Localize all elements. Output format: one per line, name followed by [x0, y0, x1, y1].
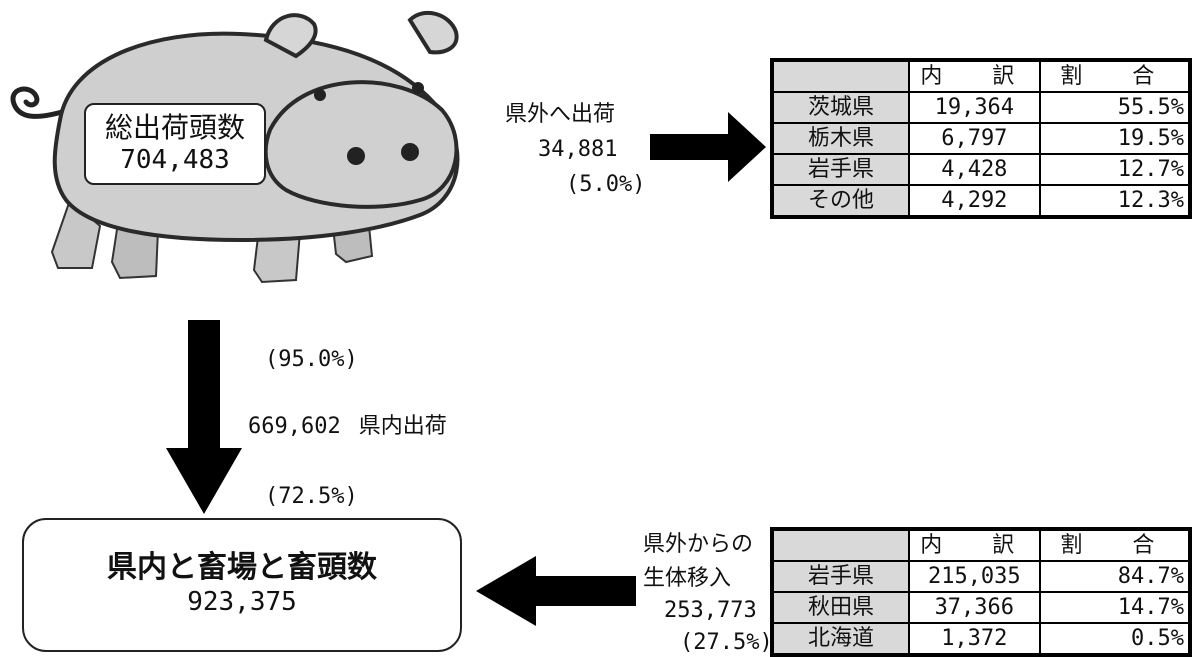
- row-pct: 12.7%: [1038, 153, 1192, 186]
- row-value: 37,366: [907, 591, 1041, 624]
- outbound-label: 県外へ出荷: [505, 102, 616, 127]
- inbound-value: 253,773: [664, 598, 757, 623]
- inbound-label-line1: 県外からの: [643, 532, 754, 557]
- row-name: 秋田県: [771, 591, 910, 624]
- header-breakdown: 内 訳: [908, 59, 1041, 93]
- row-pct: 84.7%: [1038, 560, 1192, 593]
- row-pct: 0.5%: [1038, 622, 1192, 656]
- table-row: その他 4,292 12.3%: [770, 184, 1192, 218]
- row-name: 栃木県: [770, 122, 911, 155]
- header-ratio: 割 合: [1038, 528, 1192, 562]
- row-name: 岩手県: [771, 560, 910, 593]
- outbound-arrow: [650, 112, 766, 182]
- in-pref-value: 669,602: [248, 414, 341, 439]
- inbound-pct: (27.5%): [680, 630, 773, 655]
- in-pref-line: 669,602 県内出荷: [248, 414, 447, 440]
- table-row: 北海道 1,372 0.5%: [771, 622, 1192, 656]
- row-name: 岩手県: [770, 153, 911, 186]
- row-value: 1,372: [907, 622, 1041, 656]
- table-row: 岩手県 215,035 84.7%: [771, 560, 1192, 593]
- header-breakdown: 内 訳: [907, 528, 1041, 562]
- in-pref-label: 県内出荷: [358, 414, 447, 439]
- header-blank: [771, 528, 910, 562]
- slaughter-count-box: 県内と畜場と畜頭数 923,375: [22, 518, 462, 652]
- table-row: 栃木県 6,797 19.5%: [770, 122, 1192, 155]
- row-name: 北海道: [771, 622, 910, 656]
- in-pref-pct-top: (95.0%): [265, 347, 358, 372]
- table-row: 岩手県 4,428 12.7%: [770, 153, 1192, 186]
- row-value: 4,292: [908, 184, 1041, 218]
- table-row: 茨城県 19,364 55.5%: [770, 91, 1192, 124]
- row-pct: 55.5%: [1038, 91, 1192, 124]
- row-value: 215,035: [907, 560, 1041, 593]
- inbound-label-line2: 生体移入: [643, 566, 732, 591]
- outbound-pct: (5.0%): [566, 172, 646, 197]
- row-value: 19,364: [908, 91, 1041, 124]
- table-row: 秋田県 37,366 14.7%: [771, 591, 1192, 624]
- total-shipment-box: 総出荷頭数 704,483: [84, 103, 266, 185]
- row-value: 4,428: [908, 153, 1041, 186]
- slaughter-title: 県内と畜場と畜頭数: [107, 550, 377, 585]
- slaughter-value: 923,375: [187, 587, 297, 617]
- in-pref-arrow: [166, 320, 242, 514]
- row-pct: 14.7%: [1038, 591, 1192, 624]
- outbound-table: 内 訳 割 合 茨城県 19,364 55.5% 栃木県 6,797 19.5%…: [770, 58, 1192, 219]
- inbound-table: 内 訳 割 合 岩手県 215,035 84.7% 秋田県 37,366 14.…: [770, 527, 1192, 657]
- inbound-table-header: 内 訳 割 合: [771, 528, 1192, 562]
- row-pct: 12.3%: [1038, 184, 1192, 218]
- row-name: その他: [770, 184, 911, 218]
- row-pct: 19.5%: [1038, 122, 1192, 155]
- total-title: 総出荷頭数: [104, 111, 245, 144]
- header-ratio: 割 合: [1038, 59, 1192, 93]
- outbound-value: 34,881: [538, 137, 618, 162]
- row-name: 茨城県: [770, 91, 911, 124]
- total-value: 704,483: [120, 145, 230, 175]
- in-pref-pct-bottom: (72.5%): [265, 484, 358, 509]
- outbound-table-header: 内 訳 割 合: [770, 59, 1192, 93]
- row-value: 6,797: [908, 122, 1041, 155]
- header-blank: [770, 59, 911, 93]
- inbound-arrow: [476, 556, 636, 626]
